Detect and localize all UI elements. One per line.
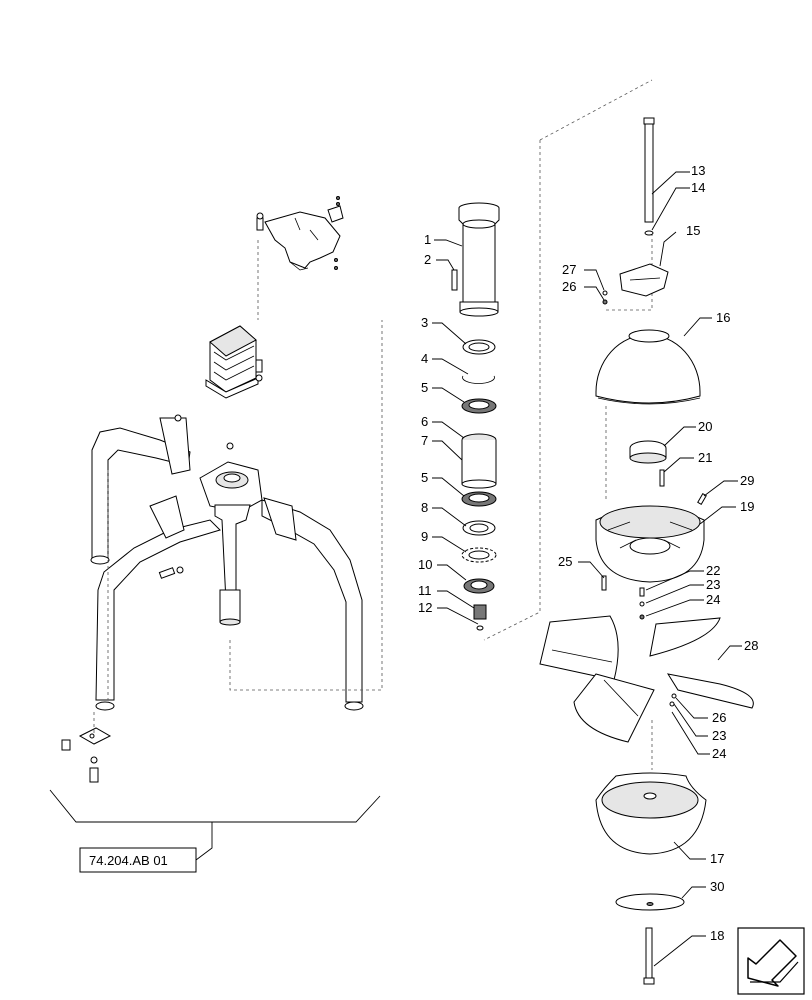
callout-7[interactable]: 7: [421, 433, 428, 448]
nut-26: [602, 299, 608, 305]
lockwasher-9: [461, 547, 497, 563]
bolt-21: [659, 469, 665, 487]
callout-11[interactable]: 11: [418, 583, 432, 598]
callout-28[interactable]: 28: [744, 638, 758, 653]
callout-18[interactable]: 18: [710, 928, 724, 943]
vane-left-upper: [539, 615, 619, 681]
reference-box: [79, 847, 197, 873]
pin-2: [451, 269, 458, 291]
callout-14[interactable]: 14: [691, 180, 705, 195]
callout-21[interactable]: 21: [698, 450, 712, 465]
bolt-27: [602, 290, 608, 296]
callout-30[interactable]: 30: [710, 879, 724, 894]
shaft-13: [643, 117, 655, 223]
callout-10[interactable]: 10: [418, 557, 432, 572]
small-hardware-26b: [669, 693, 677, 707]
callout-29[interactable]: 29: [740, 473, 754, 488]
callout-12[interactable]: 12: [418, 600, 432, 615]
callout-24a[interactable]: 24: [706, 592, 720, 607]
callout-16[interactable]: 16: [716, 310, 730, 325]
callout-26a[interactable]: 26: [562, 279, 576, 294]
callout-5a[interactable]: 5: [421, 380, 428, 395]
vane-lower: [573, 673, 655, 743]
nav-arrow-icon[interactable]: [737, 927, 805, 995]
nut-24a: [639, 614, 645, 620]
ring-4: [462, 375, 495, 384]
dome-16: [595, 329, 701, 405]
reference-label[interactable]: 74.204.AB 01: [89, 853, 168, 868]
callout-19[interactable]: 19: [740, 499, 754, 514]
bracket-assembly: [256, 196, 344, 271]
callout-labels: 1 2 3 4 5 6 7 5 8 9 10 11 12 13 14 15 16…: [418, 163, 758, 943]
bearing-5b: [461, 491, 497, 507]
callout-27[interactable]: 27: [562, 262, 576, 277]
callout-6[interactable]: 6: [421, 414, 428, 429]
callout-25[interactable]: 25: [558, 554, 572, 569]
vane-right-upper: [649, 617, 721, 657]
gearbox-assembly: [199, 461, 263, 626]
callout-1[interactable]: 1: [424, 232, 431, 247]
pin-12: [476, 625, 484, 631]
callout-17[interactable]: 17: [710, 851, 724, 866]
support-frame: [90, 414, 364, 711]
bolt-18: [643, 927, 655, 985]
callout-9[interactable]: 9: [421, 529, 428, 544]
callout-5b[interactable]: 5: [421, 470, 428, 485]
sleeve-6: [461, 433, 497, 489]
bearing-5a: [461, 398, 497, 414]
disc-hub-19: [595, 505, 705, 583]
callout-26b[interactable]: 26: [712, 710, 726, 725]
washer-23a: [639, 601, 645, 607]
hopper-cover: [205, 325, 263, 399]
ring-15: [619, 263, 669, 297]
callout-20[interactable]: 20: [698, 419, 712, 434]
callout-23a[interactable]: 23: [706, 577, 720, 592]
vane-28: [666, 673, 754, 709]
callout-24b[interactable]: 24: [712, 746, 726, 761]
pin-25: [601, 575, 607, 591]
bolt-22: [639, 587, 645, 597]
oring-14: [644, 230, 654, 236]
callout-8[interactable]: 8: [421, 500, 428, 515]
leaders: [432, 171, 742, 967]
hub-20: [629, 440, 667, 464]
ring-3: [462, 339, 496, 355]
foot-plate: [61, 727, 112, 783]
washer-8: [462, 520, 496, 536]
callout-2[interactable]: 2: [424, 252, 431, 267]
bolt-29: [697, 492, 707, 506]
upper-tube: [458, 202, 500, 317]
callout-22[interactable]: 22: [706, 563, 720, 578]
plate-30: [615, 893, 685, 911]
callout-13[interactable]: 13: [691, 163, 705, 178]
nut-10: [463, 578, 495, 594]
coupling-11: [473, 604, 487, 620]
callout-4[interactable]: 4: [421, 351, 428, 366]
bowl-17: [595, 772, 707, 855]
callout-15[interactable]: 15: [686, 223, 700, 238]
callout-3[interactable]: 3: [421, 315, 428, 330]
callout-23b[interactable]: 23: [712, 728, 726, 743]
